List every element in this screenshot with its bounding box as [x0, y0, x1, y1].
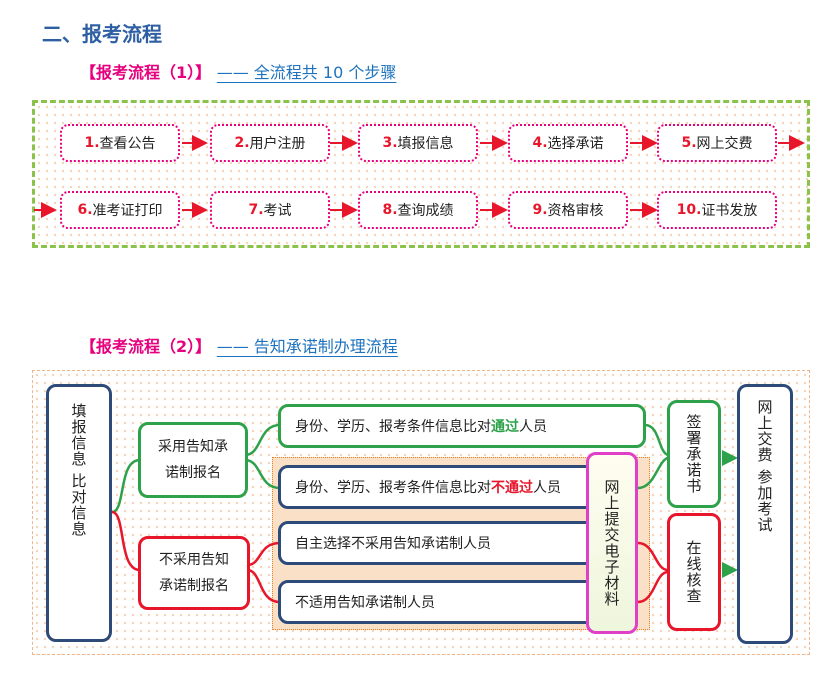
pass-text-pre: 身份、学历、报考条件信息比对	[295, 419, 491, 435]
online-check-box: 在线核查	[667, 513, 721, 631]
flow1-bracket: 【报考流程（1）】	[80, 63, 212, 82]
step-5: 5.网上交费	[657, 124, 777, 162]
self-choose-label: 自主选择不采用告知承诺制人员	[295, 536, 491, 552]
fail-text: 身份、学历、报考条件信息比对不通过人员	[295, 477, 561, 497]
step-1-label: 查看公告	[99, 136, 156, 152]
step-1: 1.查看公告	[60, 124, 180, 162]
pass-text-post: 人员	[519, 419, 547, 435]
fail-text-post: 人员	[533, 480, 561, 496]
step-10: 10.证书发放	[657, 191, 777, 229]
step-6-num: 6.	[77, 202, 93, 218]
step-3: 3.填报信息	[358, 124, 478, 162]
pass-box: 身份、学历、报考条件信息比对通过人员	[278, 404, 646, 448]
upload-label: 网上提交电子材料	[602, 479, 621, 607]
sign-box: 签署承诺书	[667, 400, 721, 508]
online-check-label: 在线核查	[684, 540, 703, 604]
step-8-num: 8.	[382, 202, 398, 218]
flow2-bracket: 【报考流程（2）】	[80, 337, 212, 356]
fail-box: 身份、学历、报考条件信息比对不通过人员	[278, 465, 638, 509]
start-label: 填报信息 比对信息	[69, 403, 88, 537]
step-9: 9.资格审核	[508, 191, 628, 229]
flow1-heading: 【报考流程（1）】 —— 全流程共 10 个步骤	[80, 59, 396, 83]
section-title: 二、报考流程	[42, 22, 162, 46]
not-applicable-box: 不适用告知承诺制人员	[278, 580, 638, 624]
step-6: 6.准考证打印	[60, 191, 180, 229]
step-5-label: 网上交费	[696, 136, 753, 152]
step-1-num: 1.	[84, 135, 100, 151]
self-choose-box: 自主选择不采用告知承诺制人员	[278, 521, 638, 565]
start-box: 填报信息 比对信息	[46, 384, 112, 642]
not-adopt-box: 不采用告知承诺制报名	[138, 536, 250, 610]
step-4-num: 4.	[532, 135, 548, 151]
step-8: 8.查询成绩	[358, 191, 478, 229]
step-7: 7.考试	[210, 191, 330, 229]
fail-text-pre: 身份、学历、报考条件信息比对	[295, 480, 491, 496]
step-6-label: 准考证打印	[92, 203, 163, 219]
step-5-num: 5.	[681, 135, 697, 151]
step-3-label: 填报信息	[397, 136, 454, 152]
not-adopt-label: 不采用告知承诺制报名	[159, 552, 229, 594]
step-2: 2.用户注册	[210, 124, 330, 162]
step-3-num: 3.	[382, 135, 398, 151]
step-4: 4.选择承诺	[508, 124, 628, 162]
pass-keyword: 通过	[491, 419, 519, 435]
step-10-label: 证书发放	[701, 203, 758, 219]
upload-box: 网上提交电子材料	[586, 452, 638, 634]
not-applicable-label: 不适用告知承诺制人员	[295, 595, 435, 611]
end-label: 网上交费 参加考试	[755, 399, 774, 533]
step-2-num: 2.	[234, 135, 250, 151]
fail-keyword: 不通过	[491, 480, 533, 496]
sign-label: 签署承诺书	[684, 414, 703, 494]
end-box: 网上交费 参加考试	[737, 384, 793, 644]
step-9-num: 9.	[532, 202, 548, 218]
flow2-desc: —— 告知承诺制办理流程	[216, 337, 398, 356]
step-7-num: 7.	[248, 202, 264, 218]
flow1-desc: —— 全流程共 10 个步骤	[216, 63, 397, 82]
step-10-num: 10.	[676, 202, 702, 218]
step-4-label: 选择承诺	[547, 136, 604, 152]
step-8-label: 查询成绩	[397, 203, 454, 219]
pass-text: 身份、学历、报考条件信息比对通过人员	[295, 416, 547, 436]
adopt-box: 采用告知承诺制报名	[138, 422, 248, 498]
step-9-label: 资格审核	[547, 203, 604, 219]
adopt-label: 采用告知承诺制报名	[158, 439, 228, 481]
step-7-label: 考试	[263, 203, 292, 219]
step-2-label: 用户注册	[249, 136, 306, 152]
flow2-heading: 【报考流程（2）】 —— 告知承诺制办理流程	[80, 333, 398, 357]
